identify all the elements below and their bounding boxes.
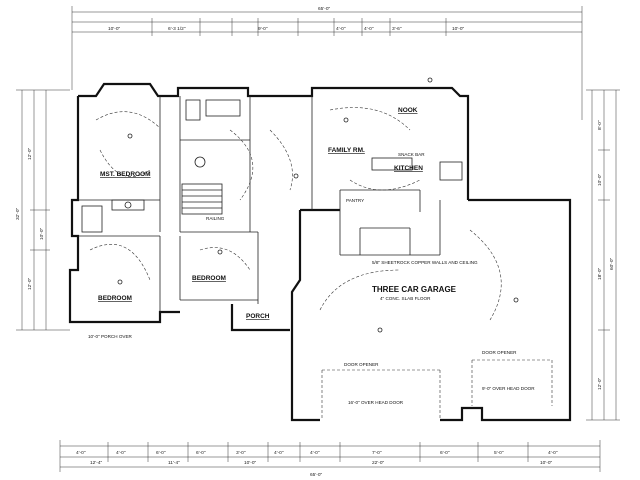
dim-right: 12'-0" <box>597 377 603 390</box>
dim-right: 18'-0" <box>597 267 603 280</box>
dim-top: 9'-0" <box>258 26 268 32</box>
label-railing: RAILING <box>206 216 225 221</box>
room-bedroom-center: BEDROOM <box>192 275 226 282</box>
dim-top: 3'-6" <box>392 26 402 32</box>
room-nook: NOOK <box>398 107 418 114</box>
dim-bottom: 5'-0" <box>494 450 504 456</box>
note-porch-over: 10'-0" PORCH OVER <box>88 334 133 339</box>
dim-right: 60'-0" <box>609 257 615 270</box>
dim-bottom-2: 11'-4" <box>168 460 180 466</box>
dim-left: 32'-0" <box>15 207 21 220</box>
dimension-text: 10'-0" 6'-3 1/2" 9'-0" 4'-0" 4'-0" 3'-6"… <box>15 26 615 466</box>
note-overhead-left: 16'-0" OVER HEAD DOOR <box>348 400 404 405</box>
overall-bottom: 65'-0" <box>310 472 323 478</box>
room-garage: THREE CAR GARAGE <box>372 285 457 294</box>
dim-right: 8'-0" <box>597 120 603 130</box>
dim-top: 6'-3 1/2" <box>168 26 186 32</box>
dim-top: 4'-0" <box>336 26 346 32</box>
dim-bottom-2: 12'-4" <box>90 460 103 466</box>
dim-bottom-2: 10'-0" <box>540 460 553 466</box>
dim-bottom-2: 22'-0" <box>372 460 385 466</box>
dim-bottom: 6'-0" <box>440 450 450 456</box>
dim-left: 12'-0" <box>27 147 33 160</box>
room-pantry: PANTRY <box>346 198 364 203</box>
exterior-walls <box>68 82 572 422</box>
dim-bottom-2: 10'-0" <box>244 460 257 466</box>
dim-bottom: 7'-0" <box>372 450 382 456</box>
note-sheetrock: 5/8" SHEETROCK COPPER WALLS AND CEILING <box>372 260 478 265</box>
note-door-opener-right: DOOR OPENER <box>482 350 517 355</box>
dim-bottom: 4'-0" <box>116 450 126 456</box>
room-mst-bedroom: MST. BEDROOM <box>100 171 151 178</box>
note-overhead-right: 9'-0" OVER HEAD DOOR <box>482 386 535 391</box>
overall-width: 65'-0" <box>318 6 331 12</box>
room-labels: MST. BEDROOM FAMILY RM. NOOK SNACK BAR K… <box>98 107 457 320</box>
dim-right: 10'-0" <box>597 173 603 186</box>
dimension-lines <box>16 6 620 472</box>
dim-bottom: 4'-0" <box>274 450 284 456</box>
room-family: FAMILY RM. <box>328 147 365 154</box>
room-snack-bar: SNACK BAR <box>398 152 425 157</box>
note-door-opener-left: DOOR OPENER <box>344 362 379 367</box>
dim-bottom: 4'-0" <box>548 450 558 456</box>
room-porch: PORCH <box>246 313 270 320</box>
garage-floor-note: 4" CONC. SLAB FLOOR <box>380 296 431 301</box>
dim-top: 10'-0" <box>452 26 465 32</box>
interior-walls <box>78 96 553 418</box>
plan-notes: 5/8" SHEETROCK COPPER WALLS AND CEILING … <box>88 6 535 478</box>
dim-top: 4'-0" <box>364 26 374 32</box>
dim-bottom: 6'-0" <box>196 450 206 456</box>
dim-left: 12'-0" <box>27 277 33 290</box>
dim-bottom: 6'-0" <box>156 450 166 456</box>
room-bedroom-left: BEDROOM <box>98 295 132 302</box>
room-kitchen: KITCHEN <box>394 165 423 172</box>
dim-left: 10'-0" <box>39 227 45 240</box>
fixture-symbols <box>117 77 519 333</box>
electrical-wiring <box>89 107 502 321</box>
dim-bottom: 4'-0" <box>310 450 320 456</box>
dim-top: 10'-0" <box>108 26 121 32</box>
dim-bottom: 3'-0" <box>236 450 246 456</box>
dim-bottom: 4'-0" <box>76 450 86 456</box>
